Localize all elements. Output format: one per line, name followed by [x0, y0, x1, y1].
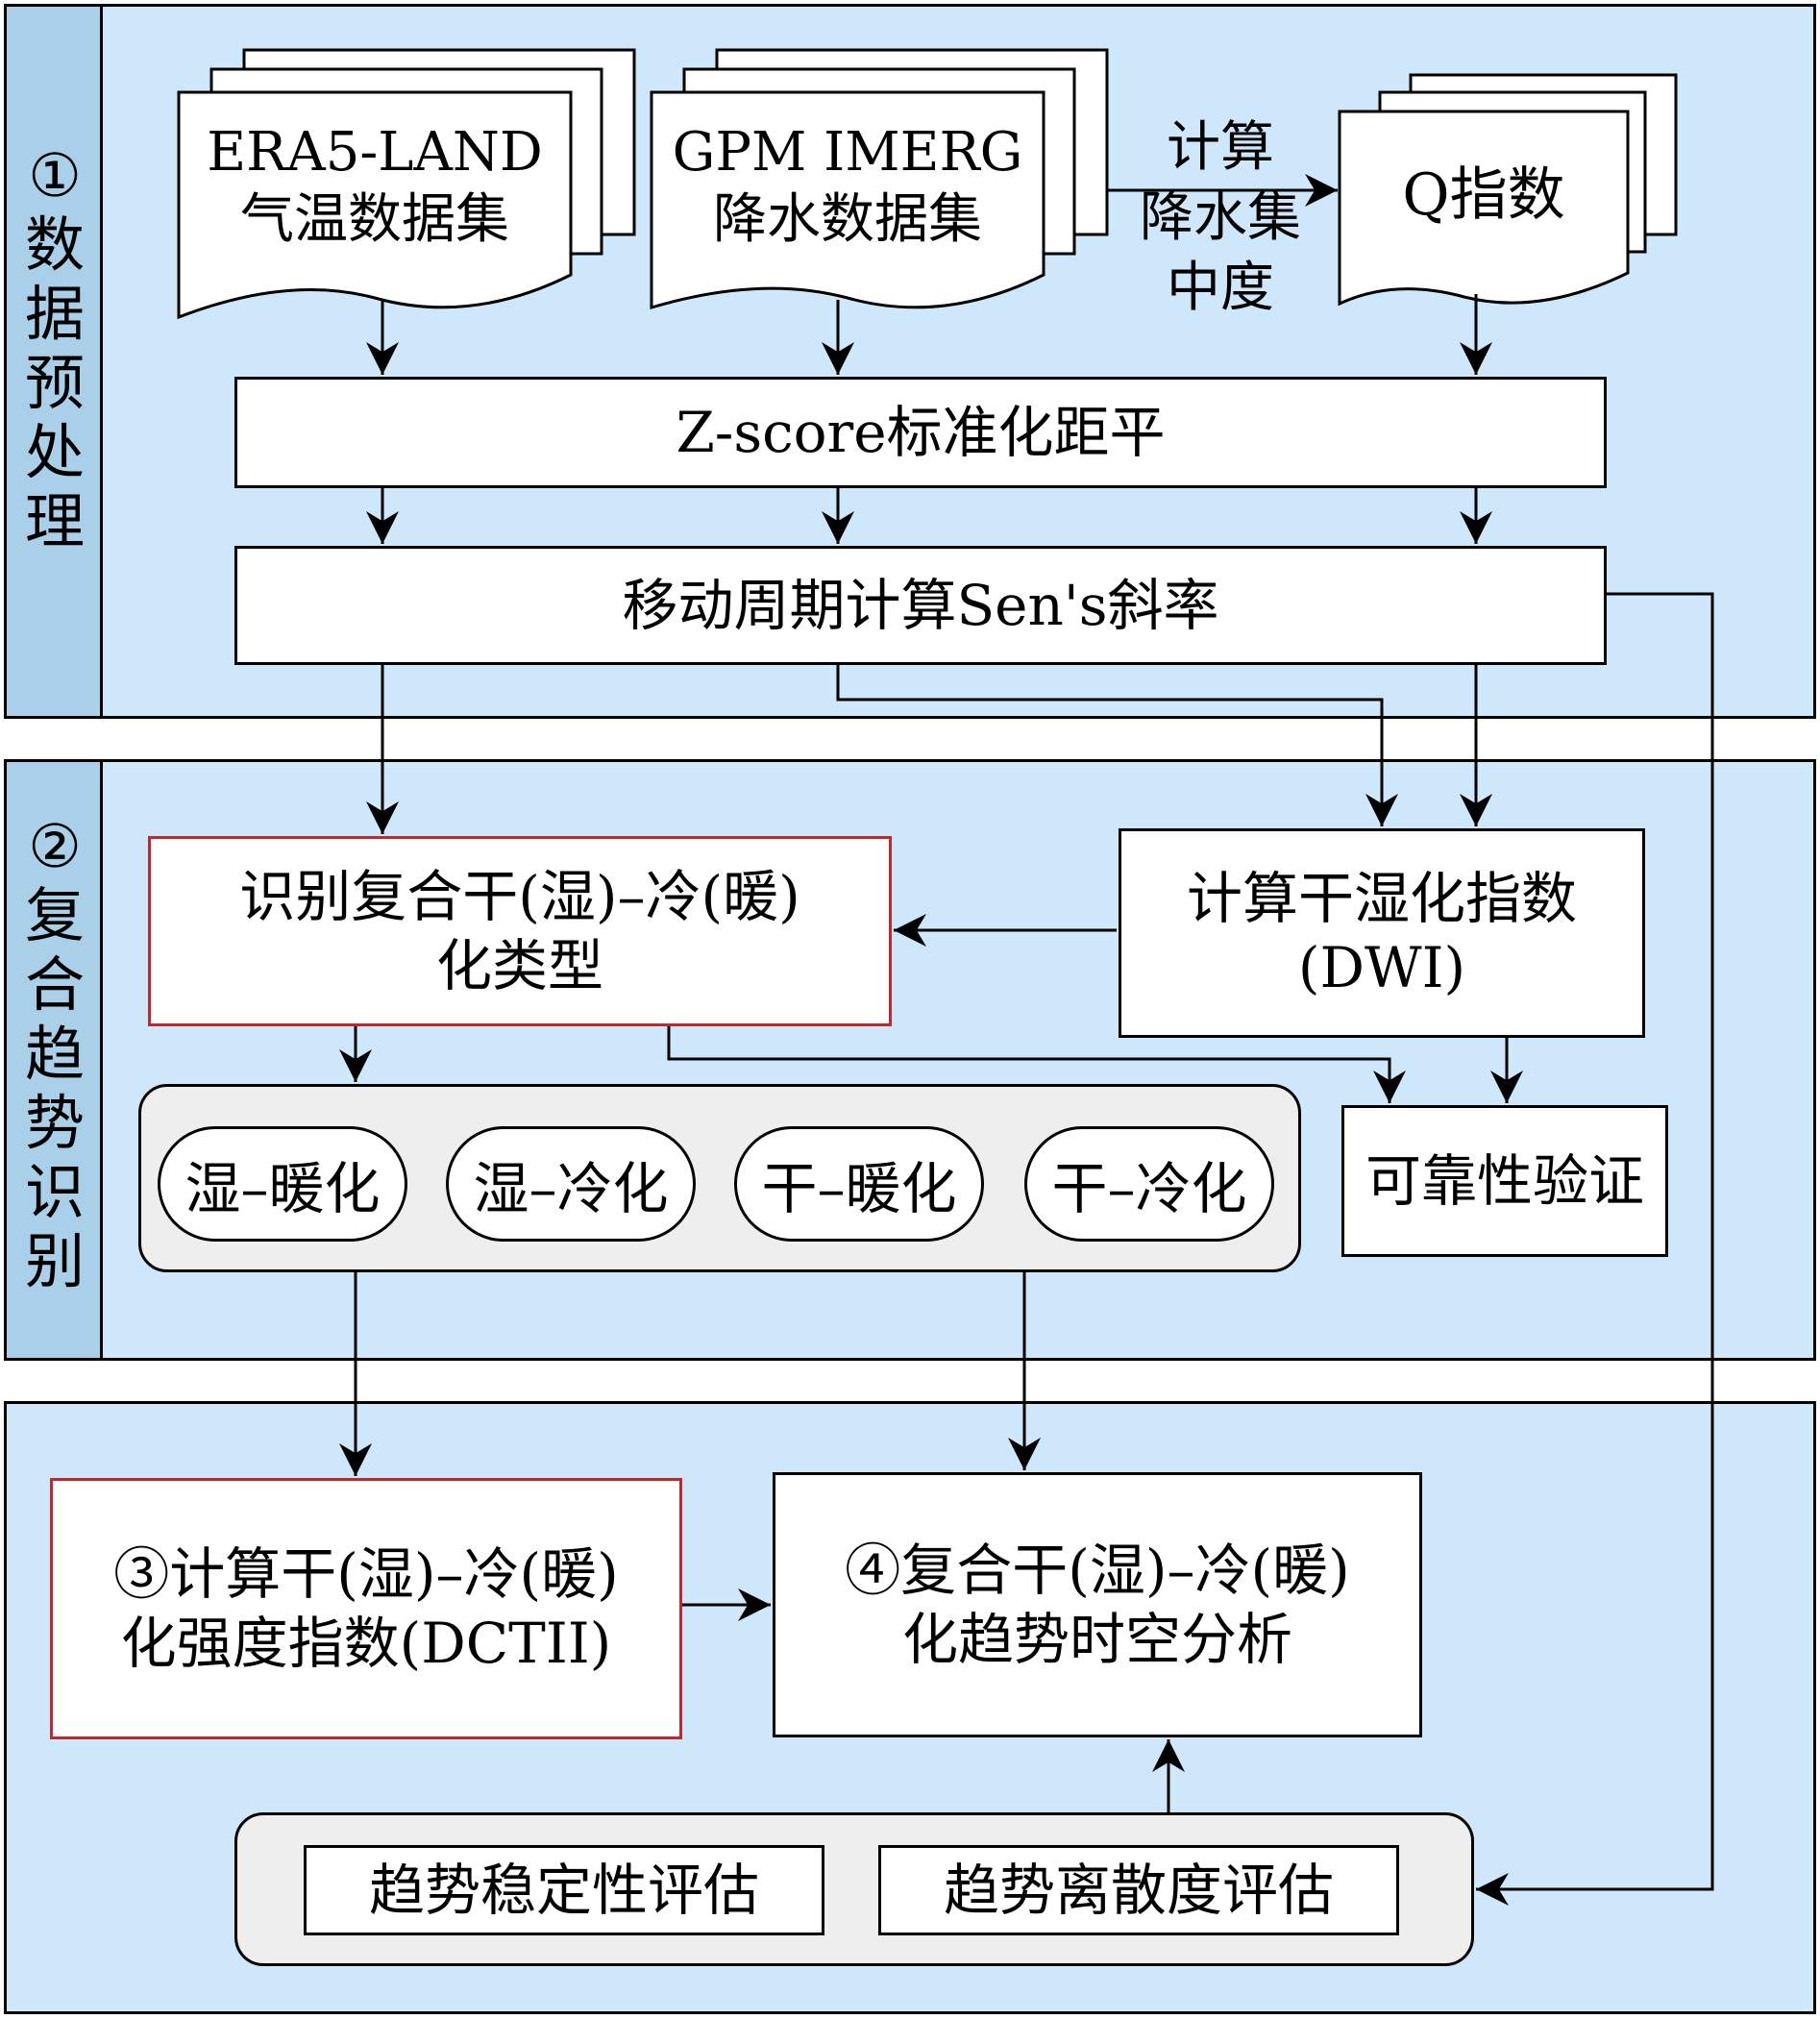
- dwi-box: 计算干湿化指数 (DWI): [1119, 828, 1645, 1038]
- section-sidebar: ① 数 据 预 处 理: [7, 7, 103, 716]
- type-wet-warming: 湿–暖化: [158, 1126, 407, 1242]
- gpm-document: [650, 90, 1045, 310]
- sen-slope-box: 移动周期计算Sen's斜率: [234, 546, 1607, 665]
- era5-document: [177, 90, 573, 320]
- type-wet-cooling: 湿–冷化: [446, 1126, 696, 1242]
- edge-label-precip-concentration: 计算 降水集 中度: [1140, 116, 1301, 319]
- section-label: ① 数 据 预 处 理: [24, 140, 85, 556]
- section-sidebar: ② 复 合 趋 势 识 别: [7, 762, 103, 1358]
- era5-dataset-label: ERA5-LAND 气温数据集: [207, 121, 543, 251]
- trend-stability-box: 趋势稳定性评估: [304, 1845, 824, 1935]
- type-dry-warming: 干–暖化: [734, 1126, 984, 1242]
- arrow-sen-dwi: [836, 665, 1398, 826]
- identify-type-box: 识别复合干(湿)–冷(暖) 化类型: [148, 836, 892, 1026]
- section-label: ② 复 合 趋 势 识 别: [24, 811, 85, 1296]
- zscore-box: Z-score标准化距平: [234, 377, 1607, 488]
- arrow-sen-trend-evaluation: [1476, 592, 1714, 1906]
- reliability-verification-box: 可靠性验证: [1341, 1105, 1668, 1257]
- dctii-box: ③计算干(湿)–冷(暖) 化强度指数(DCTII): [50, 1478, 682, 1739]
- q-index-label: Q指数: [1402, 161, 1565, 229]
- q-document: [1338, 110, 1630, 307]
- spatiotemporal-analysis-box: ④复合干(湿)–冷(暖) 化趋势时空分析: [773, 1472, 1422, 1737]
- trend-dispersion-box: 趋势离散度评估: [878, 1845, 1399, 1935]
- gpm-dataset-label: GPM IMERG 降水数据集: [672, 121, 1023, 251]
- type-dry-cooling: 干–冷化: [1024, 1126, 1274, 1242]
- arrow-identify-verify: [667, 1026, 1406, 1103]
